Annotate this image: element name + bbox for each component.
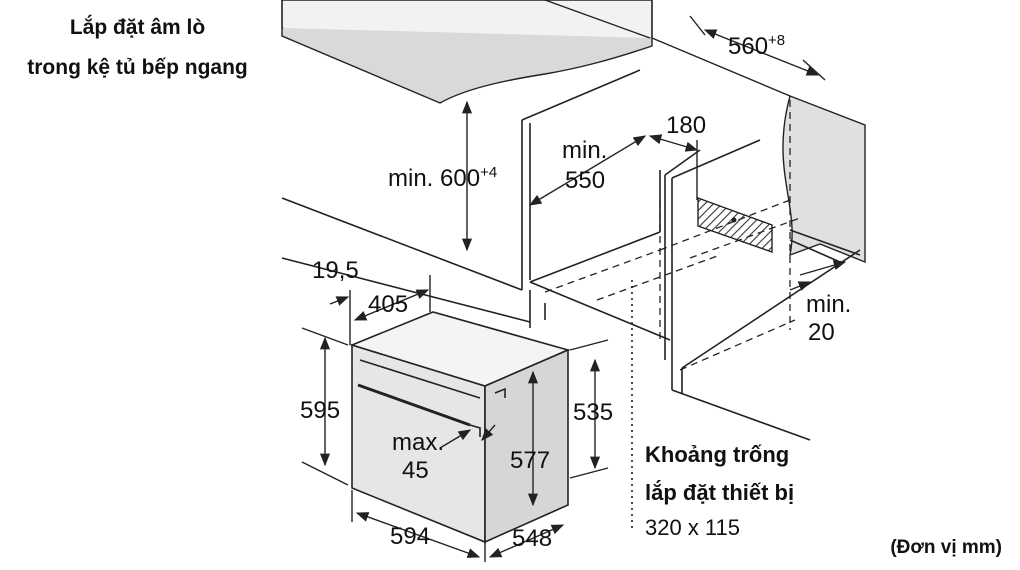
label-depth-560: 560+8 xyxy=(728,32,785,60)
cutout-size: 320 x 115 xyxy=(645,515,740,540)
label-side-height: 535 xyxy=(573,399,613,426)
worktop xyxy=(281,0,866,264)
title-line-2: trong kệ tủ bếp ngang xyxy=(27,56,248,79)
ventilation-cutout xyxy=(697,196,773,253)
label-vent-180: 180 xyxy=(666,112,706,139)
diagram-title: Lắp đặt âm lò trong kệ tủ bếp ngang xyxy=(0,8,275,88)
dimension-lines xyxy=(301,15,847,562)
label-inner-depth-a: min. xyxy=(562,137,607,164)
label-inner-depth-b: 550 xyxy=(565,167,605,194)
dimension-labels: 560+8 min. 600+4 min. 550 180 min. 20 19… xyxy=(300,32,851,552)
label-panel-offset: 19,5 xyxy=(312,257,359,284)
label-handle-a: max. xyxy=(392,429,444,456)
oven xyxy=(349,311,571,544)
label-inner-height: 577 xyxy=(510,447,550,474)
label-front-height: 595 xyxy=(300,397,340,424)
label-height-600: min. 600+4 xyxy=(388,164,497,192)
cutout-label-2: lắp đặt thiết bị xyxy=(645,480,794,505)
label-body-depth: 548 xyxy=(512,525,552,552)
title-line-1: Lắp đặt âm lò xyxy=(69,16,206,39)
label-top-depth: 405 xyxy=(368,291,408,318)
label-gap-b: 20 xyxy=(808,319,835,346)
label-handle-b: 45 xyxy=(402,457,429,484)
label-front-width: 594 xyxy=(390,523,430,550)
label-gap-a: min. xyxy=(806,291,851,318)
cutout-label-1: Khoảng trống xyxy=(645,442,789,467)
hidden-lines xyxy=(544,100,801,371)
cabinet-frame xyxy=(281,69,861,441)
cutout-labels: Khoảng trống lắp đặt thiết bị 320 x 115 xyxy=(645,442,794,540)
units-note: (Đơn vị mm) xyxy=(890,537,1002,558)
